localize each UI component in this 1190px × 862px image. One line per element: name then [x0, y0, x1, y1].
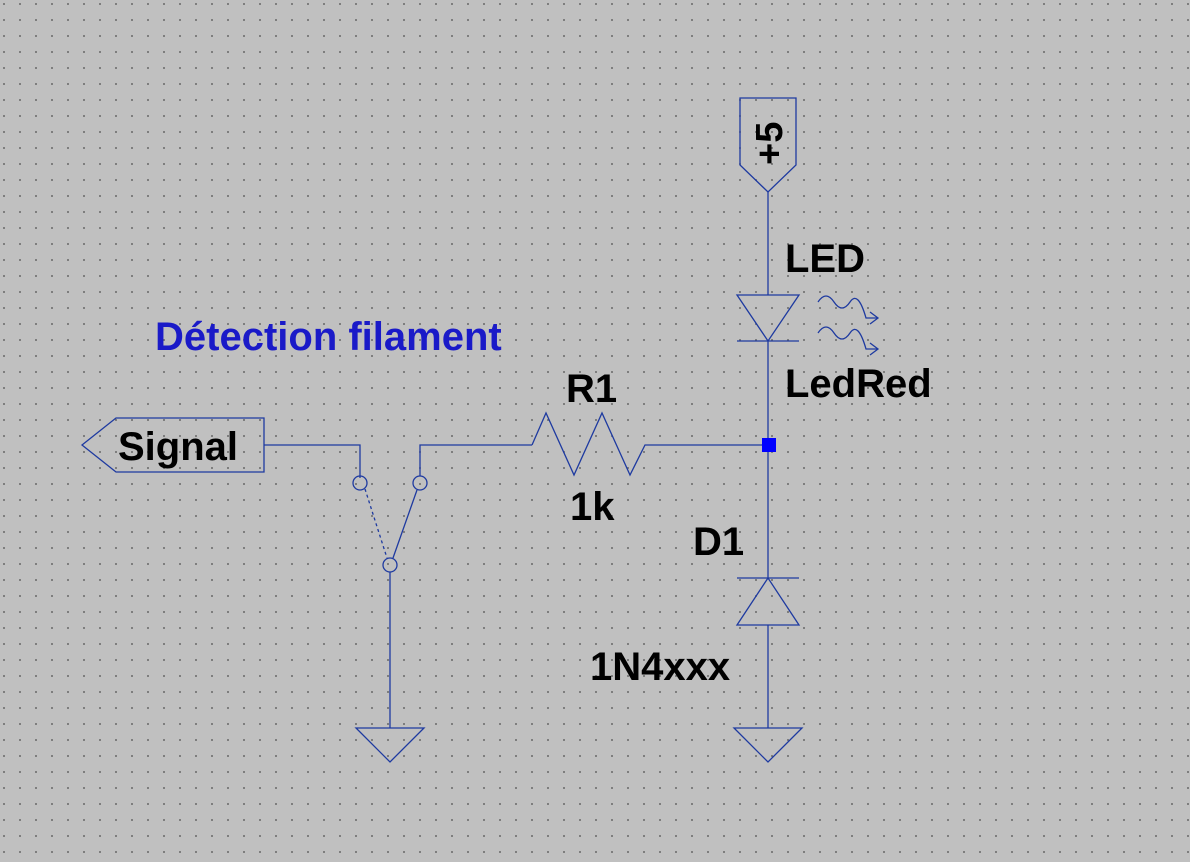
switch-dashed-line [364, 488, 388, 559]
led-ref-label: LED [785, 237, 865, 281]
d1-ref-label: D1 [693, 520, 744, 564]
led-emission-arrow-bottom [817, 326, 878, 350]
resistor-r1[interactable] [531, 411, 658, 477]
d1-value-label: 1N4xxx [590, 645, 730, 689]
wire-signal-switch[interactable] [264, 444, 361, 478]
switch-blade [392, 489, 418, 559]
r1-ref-label: R1 [566, 367, 617, 411]
signal-flag-label: Signal [118, 425, 238, 469]
led-triangle [735, 294, 801, 343]
supply-flag-label: +5 [749, 122, 791, 165]
switch-contact-right [412, 475, 428, 491]
ground-symbol-left[interactable] [354, 727, 426, 763]
ground-symbol-right[interactable] [732, 727, 804, 763]
led-value-label: LedRed [785, 362, 932, 406]
junction-dot[interactable] [762, 438, 776, 452]
diode-d1[interactable] [735, 576, 801, 626]
switch[interactable] [352, 475, 428, 573]
led-emission-head-bottom [869, 342, 880, 356]
led[interactable] [735, 294, 880, 356]
led-emission-head-top [869, 311, 880, 325]
switch-pivot [382, 557, 398, 573]
d1-triangle [735, 576, 801, 626]
supply-flag[interactable] [739, 97, 797, 193]
r1-value-label: 1k [570, 485, 615, 529]
switch-contact-left [352, 475, 368, 491]
comment-text[interactable]: Détection filament [155, 315, 502, 359]
wire-switch-r1[interactable] [419, 444, 532, 476]
led-emission-arrow-top [817, 295, 878, 319]
